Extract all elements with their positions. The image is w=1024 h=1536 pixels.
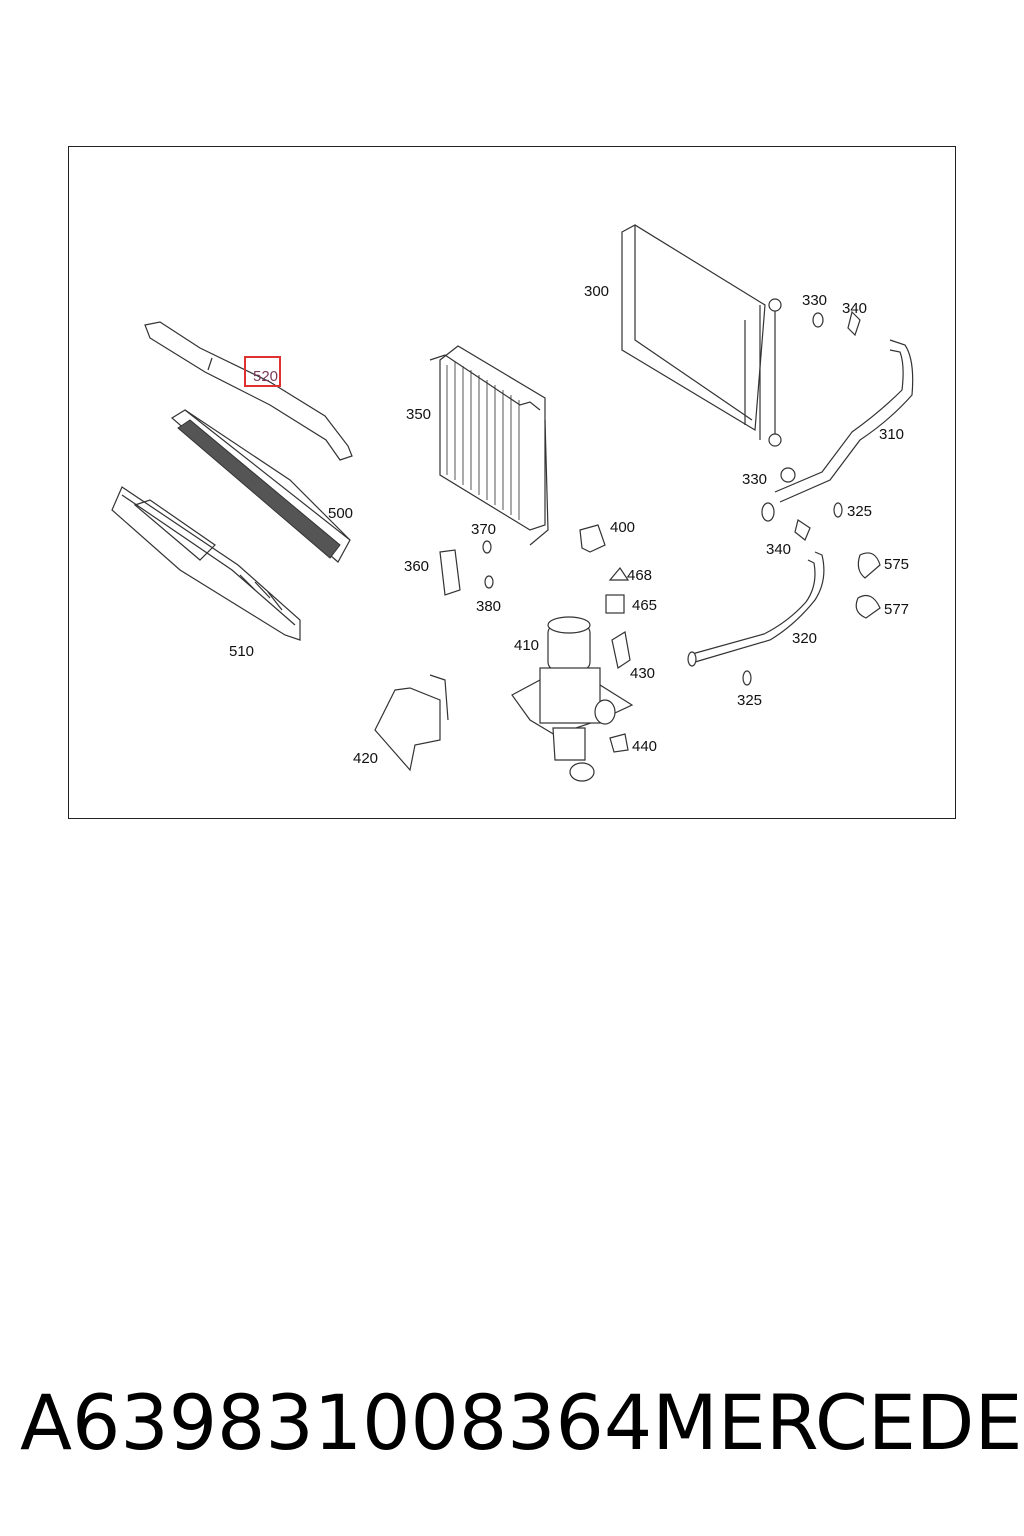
part-410-water-valve[interactable]	[511, 616, 634, 782]
callout-380[interactable]: 380	[476, 598, 501, 615]
callouts: 300 330 340 310 330 325 340 575 577 320 …	[229, 283, 909, 767]
part-number: A639831008364	[20, 1377, 653, 1467]
footer-caption: A639831008364 MERCEDES	[20, 1372, 1024, 1472]
part-300-heater-core[interactable]	[621, 224, 782, 447]
callout-330-lower[interactable]: 330	[742, 471, 767, 488]
callout-325-upper[interactable]: 325	[847, 503, 872, 520]
callout-430[interactable]: 430	[630, 665, 655, 682]
callout-500[interactable]: 500	[328, 505, 353, 522]
callout-300[interactable]: 300	[584, 283, 609, 300]
callout-420[interactable]: 420	[353, 750, 378, 767]
callout-325-lower[interactable]: 325	[737, 692, 762, 709]
callout-575[interactable]: 575	[884, 556, 909, 573]
part-500-cabin-filter[interactable]	[170, 409, 351, 563]
callout-440[interactable]: 440	[632, 738, 657, 755]
small-parts	[439, 310, 881, 753]
part-420-bracket[interactable]	[374, 674, 449, 772]
part-320-hose[interactable]	[687, 551, 825, 667]
callout-340-lower[interactable]: 340	[766, 541, 791, 558]
callout-370[interactable]: 370	[471, 521, 496, 538]
callout-330-upper[interactable]: 330	[802, 292, 827, 309]
callout-468[interactable]: 468	[627, 567, 652, 584]
callout-465[interactable]: 465	[632, 597, 657, 614]
callout-400[interactable]: 400	[610, 519, 635, 536]
callout-340-upper[interactable]: 340	[842, 300, 867, 317]
brand-name: MERCEDES	[652, 1377, 1024, 1467]
callout-520[interactable]: 520	[253, 368, 278, 385]
callout-320[interactable]: 320	[792, 630, 817, 647]
callout-577[interactable]: 577	[884, 601, 909, 618]
callout-410[interactable]: 410	[514, 637, 539, 654]
callout-310[interactable]: 310	[879, 426, 904, 443]
callout-350[interactable]: 350	[406, 406, 431, 423]
callout-510[interactable]: 510	[229, 643, 254, 660]
part-310-hose[interactable]	[761, 339, 914, 522]
part-350-evaporator[interactable]	[429, 345, 549, 546]
highlight-box-520	[244, 356, 281, 387]
part-510-filter-housing[interactable]	[111, 486, 301, 641]
part-520-strip[interactable]	[144, 321, 353, 461]
callout-360[interactable]: 360	[404, 558, 429, 575]
